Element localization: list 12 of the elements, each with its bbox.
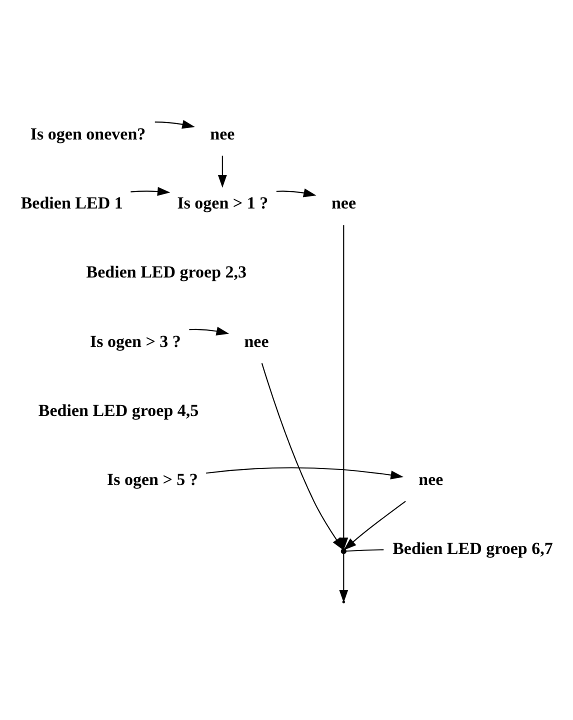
node-text: nee [331, 194, 356, 213]
node-text: Is ogen > 1 ? [177, 194, 268, 213]
node-text: nee [244, 332, 269, 351]
node-text: nee [418, 470, 444, 490]
node-text: Bedien LED groep 6,7 [392, 539, 553, 558]
node-text: Bedien LED groep 4,5 [38, 400, 199, 420]
node-text: Bedien LED 1 [20, 194, 123, 213]
node-text: nee [210, 124, 235, 144]
node-text: Bedien LED groep 2,3 [86, 262, 247, 282]
node-text: Is ogen > 5 ? [107, 470, 198, 490]
node-text: Is ogen > 3 ? [90, 332, 181, 351]
node-text: Is ogen oneven? [30, 124, 146, 144]
